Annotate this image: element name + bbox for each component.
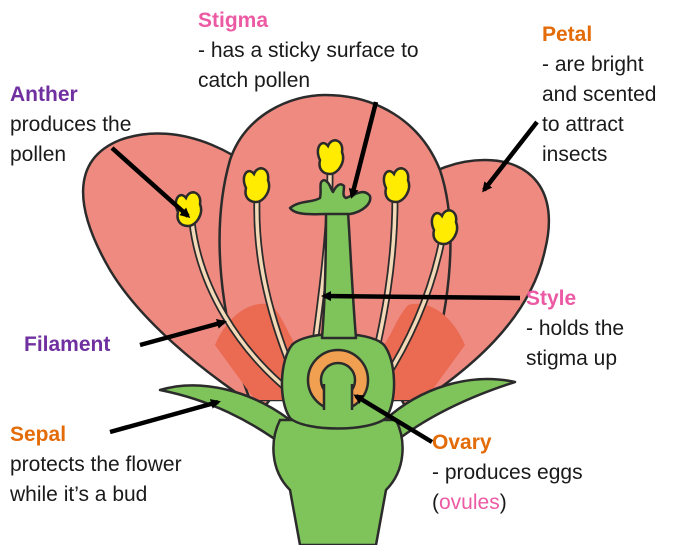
ovules [308, 350, 368, 412]
style-arrow [324, 296, 520, 298]
style-desc-line2: stigma up [526, 344, 624, 374]
style-label: Style - holds the stigma up [526, 284, 624, 374]
petal-desc-line1: - are bright [542, 50, 656, 80]
sepal-desc-line2: while it’s a bud [10, 480, 182, 510]
petal-label: Petal - are bright and scented to attrac… [542, 20, 656, 170]
anther-title: Anther [10, 83, 78, 106]
petal-title: Petal [542, 23, 592, 46]
petal-desc-line4: insects [542, 140, 656, 170]
stigma-desc-line2: catch pollen [198, 66, 419, 96]
receptacle [273, 420, 402, 545]
ovary-label: Ovary - produces eggs (ovules) [432, 428, 583, 518]
anther-desc-line1: produces the [10, 110, 131, 140]
petal-desc-line2: and scented [542, 80, 656, 110]
style-desc-line1: - holds the [526, 314, 624, 344]
ovules-word: ovules [439, 491, 500, 514]
petal-desc-line3: to attract [542, 110, 656, 140]
sepal-desc-line1: protects the flower [10, 450, 182, 480]
ovary-desc-line2: (ovules) [432, 488, 583, 518]
ovary-desc-line1: - produces eggs [432, 458, 583, 488]
sepal-title: Sepal [10, 423, 66, 446]
stigma-title: Stigma [198, 9, 268, 32]
ovary-paren-close: ) [500, 491, 507, 514]
anther-label: Anther produces the pollen [10, 80, 131, 170]
stigma-desc-line1: - has a sticky surface to [198, 36, 419, 66]
stigma-label: Stigma - has a sticky surface to catch p… [198, 6, 419, 96]
filament-label: Filament [24, 330, 110, 360]
ovary-paren-open: ( [432, 491, 439, 514]
anther-desc-line2: pollen [10, 140, 131, 170]
ovary-title: Ovary [432, 431, 492, 454]
sepal-label: Sepal protects the flower while it’s a b… [10, 420, 182, 510]
filament-title: Filament [24, 333, 110, 356]
style-title: Style [526, 287, 576, 310]
